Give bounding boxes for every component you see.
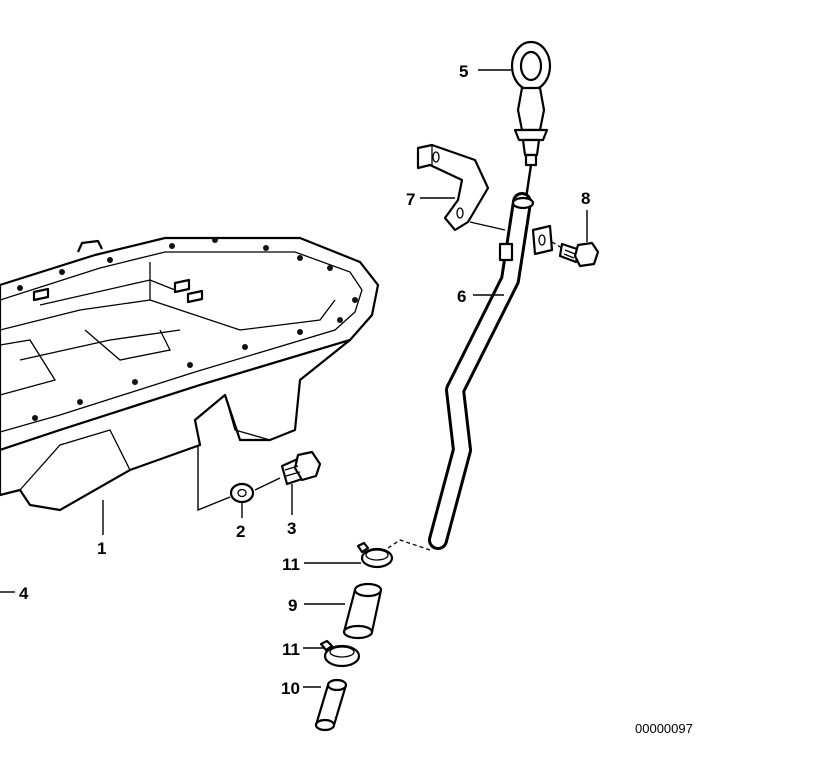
rubber-hose bbox=[342, 582, 383, 640]
callout-4: 4 bbox=[19, 584, 29, 603]
connection-pipe bbox=[314, 678, 348, 732]
drawing-number: 00000097 bbox=[635, 721, 693, 736]
callout-1: 1 bbox=[97, 539, 106, 558]
callout-2: 2 bbox=[236, 522, 245, 541]
dipstick-guide-tube bbox=[428, 192, 554, 550]
callout-10: 10 bbox=[281, 679, 300, 698]
hex-bolt bbox=[558, 241, 600, 268]
oil-dipstick bbox=[510, 40, 552, 206]
callout-5: 5 bbox=[459, 62, 468, 81]
callout-9: 9 bbox=[288, 596, 297, 615]
oil-pan bbox=[0, 236, 380, 512]
callout-11-upper: 11 bbox=[282, 555, 300, 574]
sealing-washer bbox=[229, 482, 255, 504]
callout-7: 7 bbox=[406, 190, 415, 209]
flange-bolt-holes bbox=[17, 237, 358, 421]
hose-clamp-lower bbox=[319, 639, 361, 668]
drain-plug bbox=[280, 450, 322, 486]
tube-bracket bbox=[416, 143, 506, 232]
callout-6: 6 bbox=[457, 287, 466, 306]
callout-11-lower: 11 bbox=[282, 640, 300, 659]
callout-3: 3 bbox=[287, 519, 296, 538]
hose-clamp-upper bbox=[356, 541, 394, 569]
callout-8: 8 bbox=[581, 189, 590, 208]
